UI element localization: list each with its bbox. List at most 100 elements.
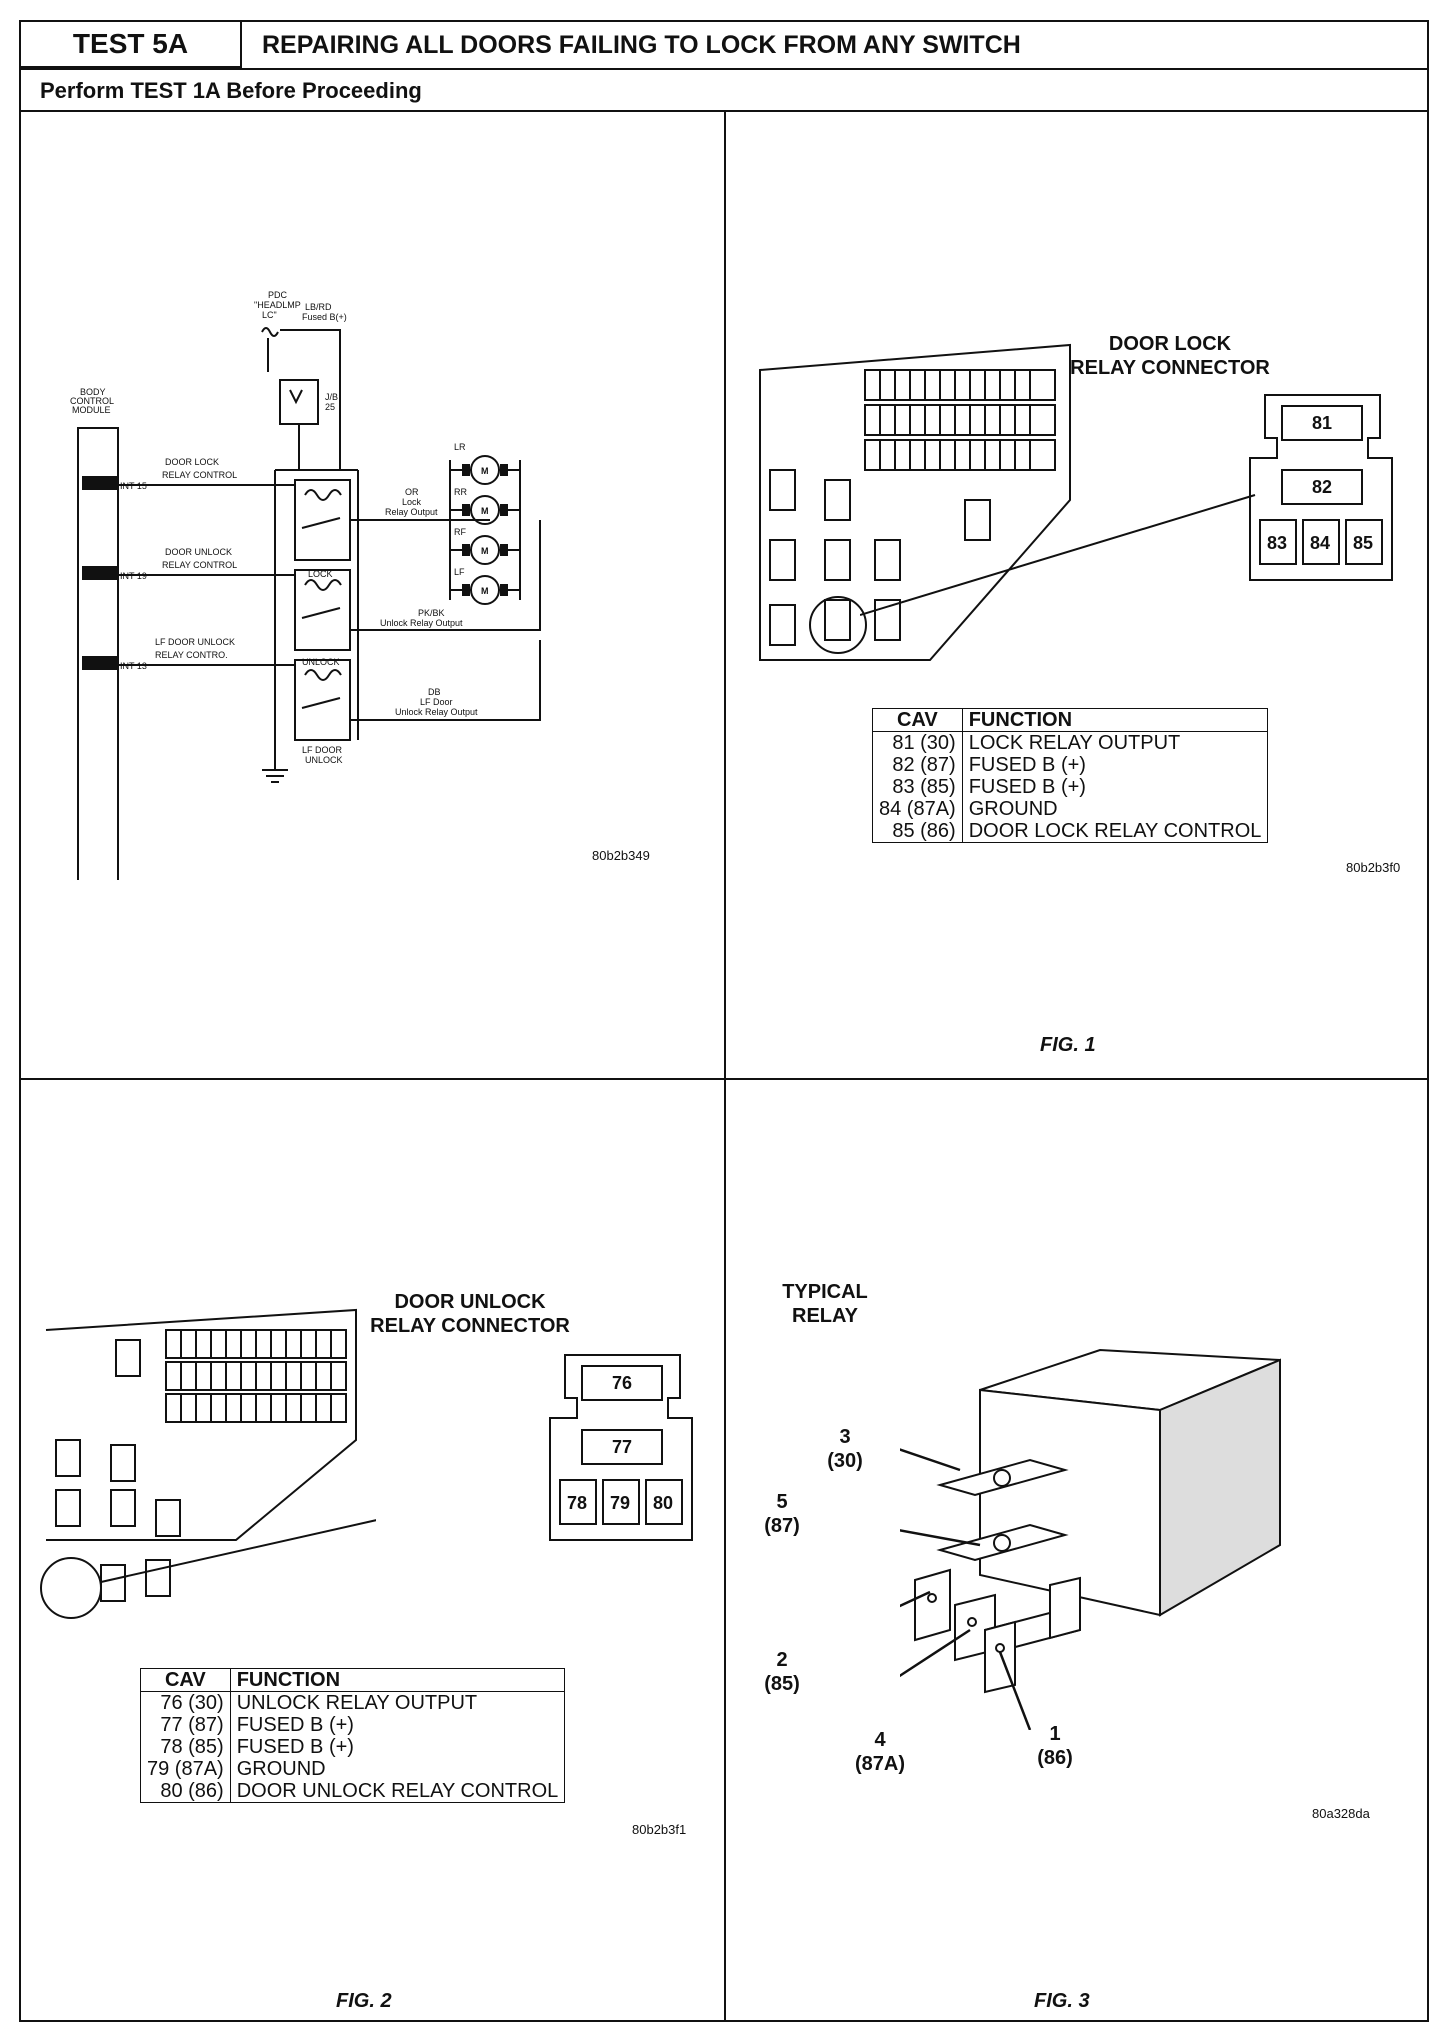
pin-3-cavity: (30) [827, 1450, 863, 1472]
motor-rf-label: RF [454, 527, 466, 537]
cavity-76: 76 [612, 1373, 632, 1393]
horizontal-divider [21, 1078, 1427, 1080]
cav-cell: 76 (30) [140, 1691, 231, 1714]
pin-5-number: 5 [776, 1491, 788, 1513]
int15-label: INT 15 [120, 481, 147, 491]
cav-cell: 79 (87A) [140, 1758, 231, 1780]
col-header-function: FUNCTION [961, 708, 1269, 732]
pdc-label: PDC [268, 290, 288, 300]
header-divider-2 [21, 110, 1427, 112]
jb-label: J/B [325, 392, 338, 402]
fig1-fusebox-drawing [759, 343, 1071, 661]
header-divider [21, 68, 1427, 70]
motor-m-label: M [481, 546, 489, 556]
fig1-title-line1: DOOR LOCK [1108, 333, 1232, 355]
db-label-2: LF Door [420, 697, 453, 707]
page-frame [19, 20, 1429, 2022]
fig2-title-line1: DOOR UNLOCK [394, 1291, 546, 1313]
cavity-80: 80 [653, 1493, 673, 1513]
motor-lf-label: LF [454, 567, 465, 577]
function-cell: LOCK RELAY OUTPUT [961, 731, 1269, 754]
relay-lock-label: LOCK [308, 569, 333, 579]
pin-3-number: 3 [839, 1426, 851, 1448]
function-cell: FUSED B (+) [229, 1714, 566, 1736]
function-cell: GROUND [229, 1758, 566, 1780]
motor-m-label: M [481, 506, 489, 516]
pkbk-label-1: PK/BK [418, 608, 445, 618]
cavity-85: 85 [1353, 533, 1373, 553]
relay-lfd-label-2: UNLOCK [305, 755, 343, 765]
fig3-code: 80a328da [1312, 1806, 1370, 1821]
db-label-3: Unlock Relay Output [395, 707, 478, 717]
pin-1-number: 1 [1049, 1723, 1061, 1745]
fig1-code: 80b2b3f0 [1346, 860, 1401, 875]
function-cell: FUSED B (+) [961, 754, 1269, 776]
cav-cell: 84 (87A) [872, 798, 963, 820]
motor-rr-label: RR [454, 487, 467, 497]
door-lock-label-1: DOOR LOCK [165, 457, 219, 467]
fig3-title-line1: TYPICAL [782, 1281, 868, 1303]
fig3-title-line2: RELAY [792, 1305, 858, 1327]
fig1-title-line2: RELAY CONNECTOR [1070, 357, 1270, 379]
pin-4-cavity: (87A) [854, 1753, 905, 1775]
jb-number: 25 [325, 402, 335, 412]
headlamp-label: "HEADLMP [254, 300, 301, 310]
db-label-1: DB [428, 687, 441, 697]
fig2-code: 80b2b3f1 [632, 1822, 687, 1837]
fig2-table: CAV FUNCTION 76 (30)UNLOCK RELAY OUTPUT … [140, 1668, 566, 1803]
lbrd-label: LB/RD [305, 302, 332, 312]
function-cell: DOOR UNLOCK RELAY CONTROL [229, 1780, 566, 1803]
test-id: TEST 5A [21, 22, 242, 68]
pin-4-label: 4 (87A) [845, 1728, 915, 1776]
int19-label: INT 19 [120, 571, 147, 581]
door-lock-label-2: RELAY CONTROL [162, 470, 237, 480]
pin-2-label: 2 (85) [752, 1648, 812, 1696]
fused-label: Fused B(+) [302, 312, 347, 322]
pkbk-label-2: Unlock Relay Output [380, 618, 463, 628]
relay-drawing [900, 1348, 1281, 1730]
pin-3-label: 3 (30) [815, 1425, 875, 1473]
fig3-title: TYPICAL RELAY [775, 1280, 875, 1328]
cav-cell: 85 (86) [872, 820, 963, 843]
lf-unlock-label-1: LF DOOR UNLOCK [155, 637, 235, 647]
fig2-connector: 76 77 78 79 80 [549, 1354, 693, 1541]
cavity-79: 79 [610, 1493, 630, 1513]
fig2-title: DOOR UNLOCK RELAY CONNECTOR [365, 1290, 575, 1338]
cavity-81: 81 [1312, 413, 1332, 433]
cavity-77: 77 [612, 1437, 632, 1457]
motor-m-label: M [481, 586, 489, 596]
pin-2-cavity: (85) [764, 1673, 800, 1695]
wiring-schematic: PDC "HEADLMP LC" LB/RD Fused B(+) J/B 25… [70, 290, 541, 880]
fig2-title-line2: RELAY CONNECTOR [370, 1315, 570, 1337]
motor-m-label: M [481, 466, 489, 476]
cavity-84: 84 [1310, 533, 1330, 553]
fig1-table: CAV FUNCTION 81 (30)LOCK RELAY OUTPUT 82… [872, 708, 1269, 843]
cav-cell: 80 (86) [140, 1780, 231, 1803]
cav-cell: 77 (87) [140, 1714, 231, 1736]
pin-5-cavity: (87) [764, 1515, 800, 1537]
bcm-label-3: MODULE [72, 405, 111, 415]
cavity-83: 83 [1267, 533, 1287, 553]
col-header-function: FUNCTION [229, 1668, 566, 1692]
fig1-title: DOOR LOCK RELAY CONNECTOR [1070, 332, 1270, 380]
fig3-caption: FIG. 3 [1034, 1990, 1090, 2012]
test-title: REPAIRING ALL DOORS FAILING TO LOCK FROM… [262, 31, 1021, 59]
lf-unlock-label-2: RELAY CONTRO. [155, 650, 228, 660]
relay-unlock-label: UNLOCK [302, 657, 340, 667]
pin-1-cavity: (86) [1037, 1747, 1073, 1769]
int13-label: INT 13 [120, 661, 147, 671]
function-cell: UNLOCK RELAY OUTPUT [229, 1691, 566, 1714]
cavity-78: 78 [567, 1493, 587, 1513]
relay-lfd-label-1: LF DOOR [302, 745, 343, 755]
cav-cell: 82 (87) [872, 754, 963, 776]
cav-cell: 83 (85) [872, 776, 963, 798]
function-cell: FUSED B (+) [229, 1736, 566, 1758]
col-header-cav: CAV [872, 708, 963, 732]
or-label-1: OR [405, 487, 419, 497]
function-cell: GROUND [961, 798, 1269, 820]
pin-4-number: 4 [874, 1729, 886, 1751]
or-label-2: Lock [402, 497, 422, 507]
fig1-leader-line [860, 494, 1256, 616]
bcm-label-1: BODY [80, 387, 106, 397]
pin-1-label: 1 (86) [1025, 1722, 1085, 1770]
